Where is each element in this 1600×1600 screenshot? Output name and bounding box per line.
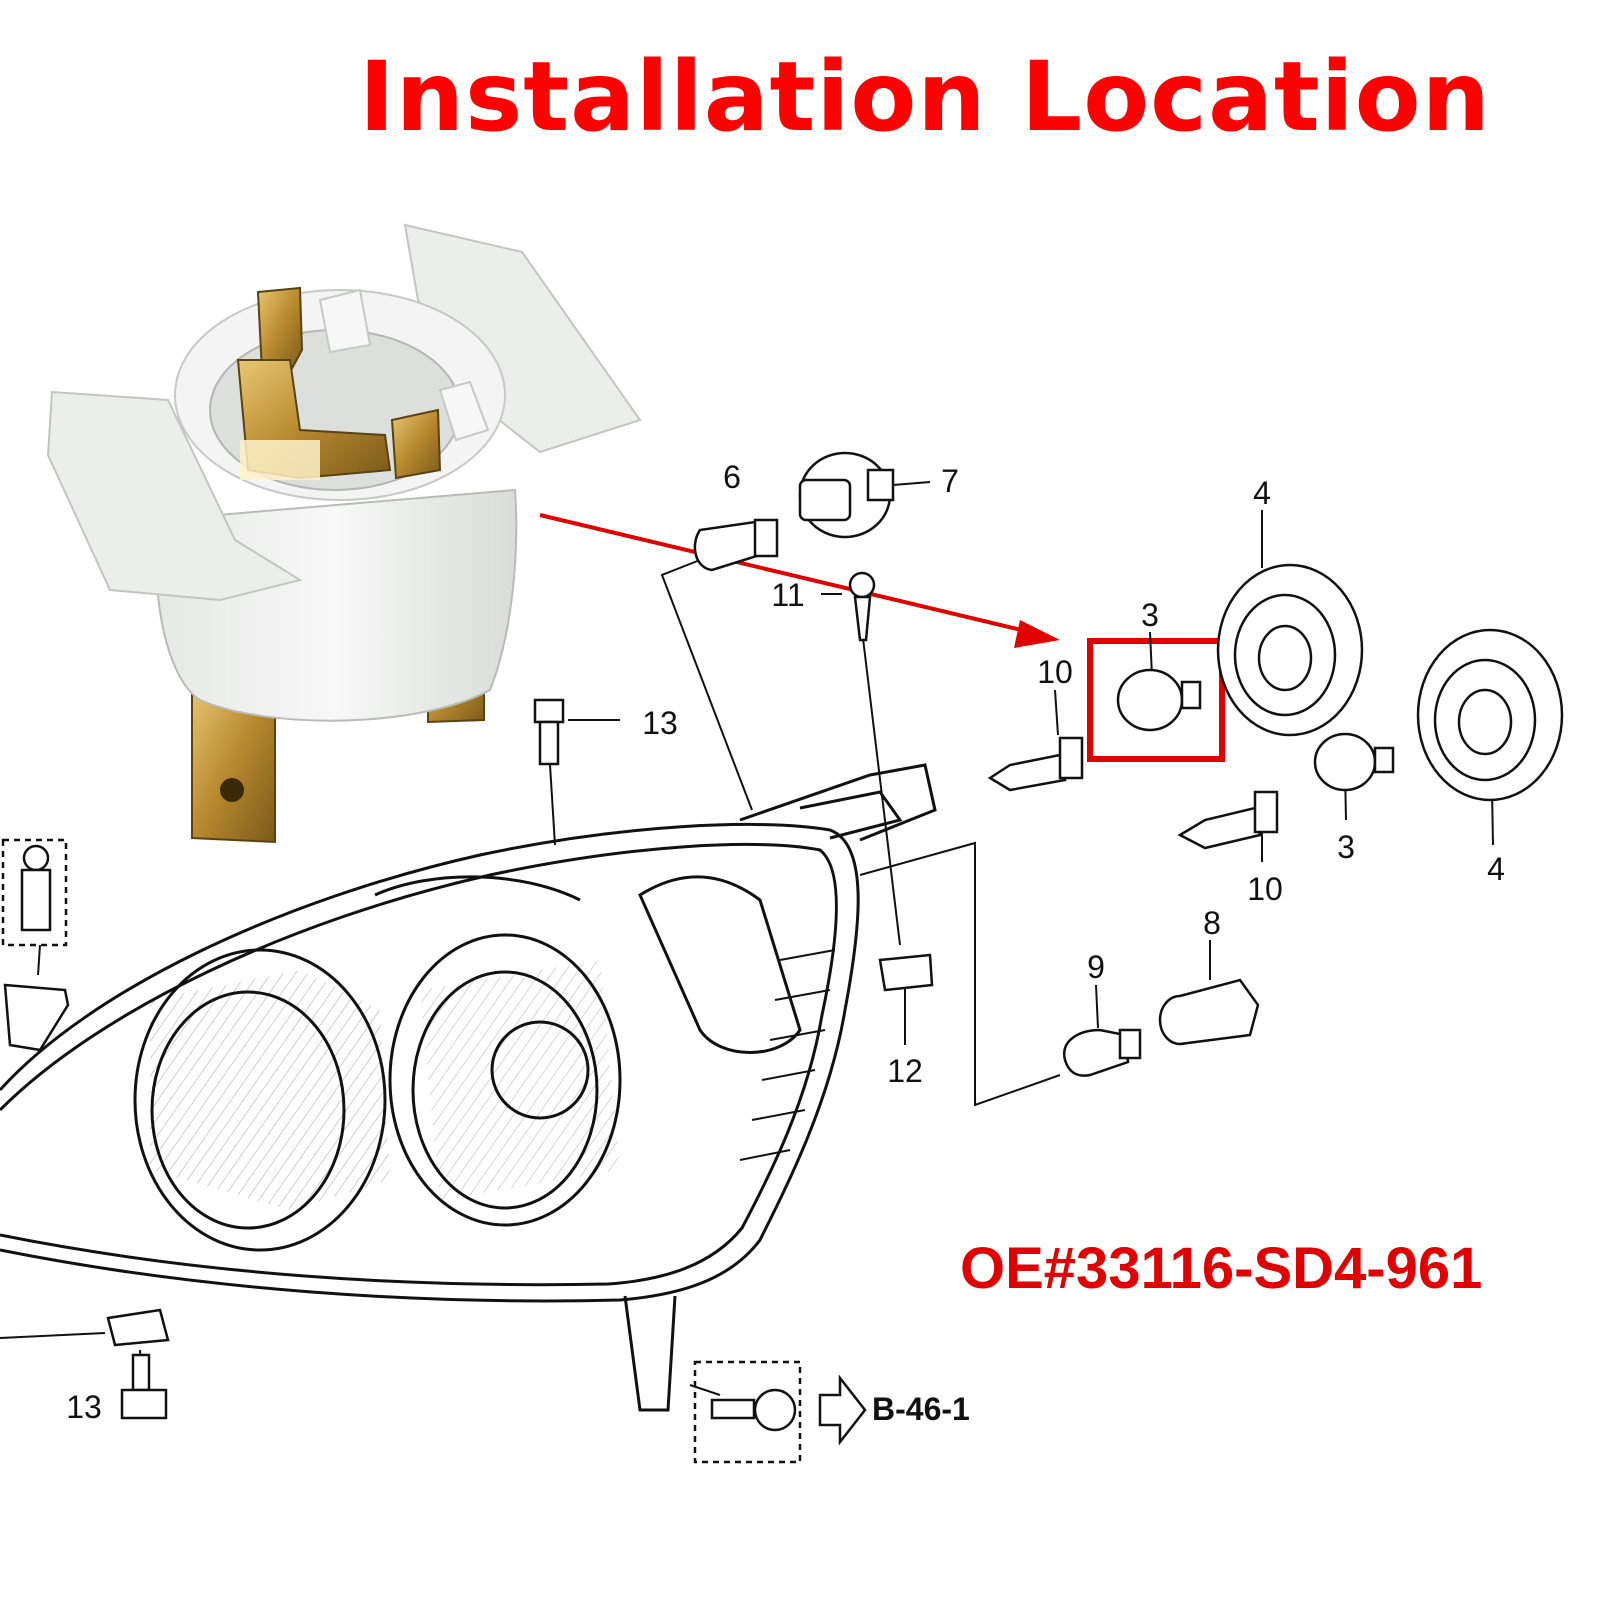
socket-post: [438, 380, 490, 442]
reference-label: B-46-1: [872, 1391, 970, 1427]
socket-8: [1158, 978, 1260, 1046]
callout-8: 8: [1203, 905, 1221, 941]
callout-6: 6: [723, 459, 741, 495]
callout-11: 11: [771, 577, 804, 613]
callout-9: 9: [1087, 949, 1105, 985]
clip-left: [1, 838, 70, 1052]
screw-11: [848, 571, 876, 642]
callout-10-bottom: 10: [1247, 871, 1283, 907]
small-parts: [1, 451, 1564, 1464]
callout-12: 12: [887, 1053, 923, 1089]
terminal-hole: [220, 778, 244, 802]
socket-7: [798, 451, 895, 539]
bolt-13-top: [533, 698, 565, 766]
bulb-10a: [987, 736, 1084, 792]
contact-tab-upper: [256, 286, 304, 373]
indicator-arrowhead: [1014, 620, 1060, 648]
contact-tab-right: [390, 408, 442, 480]
socket-photo: [46, 223, 642, 844]
bulb-6: [693, 518, 779, 572]
bulb-10b: [1177, 790, 1279, 850]
page-title: Installation Location: [359, 41, 1491, 153]
socket-post: [318, 288, 372, 354]
callout-7: 7: [941, 463, 959, 499]
socket-3a: [1116, 668, 1202, 732]
callout-13-top: 13: [642, 705, 678, 741]
bolt-13-bottom: [106, 1308, 170, 1420]
callout-4-top: 4: [1253, 475, 1271, 511]
clip-12: [878, 953, 934, 992]
part-number: OE#33116-SD4-961: [960, 1236, 1483, 1301]
callout-13-bottom: 13: [66, 1389, 102, 1425]
bulb-9: [1063, 1028, 1142, 1077]
reference-arrow-icon: [818, 1374, 867, 1446]
indicator-arrow-line: [539, 513, 1031, 634]
socket-flange-left: [46, 390, 303, 602]
socket-3b: [1313, 732, 1395, 792]
callout-10-top: 10: [1037, 654, 1073, 690]
location-indicator: [539, 513, 1225, 762]
callouts: 6 7 11 13 4 3 10 4 3 10 8 9 12 13 B-46-1: [66, 459, 1505, 1427]
bolt-b46: [693, 1360, 802, 1464]
ring-4a: [1216, 563, 1364, 737]
callout-3-bottom: 3: [1337, 829, 1355, 865]
highlight-box: [1087, 638, 1225, 762]
callout-3-boxed: 3: [1141, 597, 1159, 633]
callout-4-bottom: 4: [1487, 851, 1505, 887]
contact-highlight: [240, 440, 320, 480]
headlight-housing: [0, 763, 937, 1412]
ring-4b: [1416, 628, 1564, 802]
socket-flange-right: [403, 223, 642, 454]
